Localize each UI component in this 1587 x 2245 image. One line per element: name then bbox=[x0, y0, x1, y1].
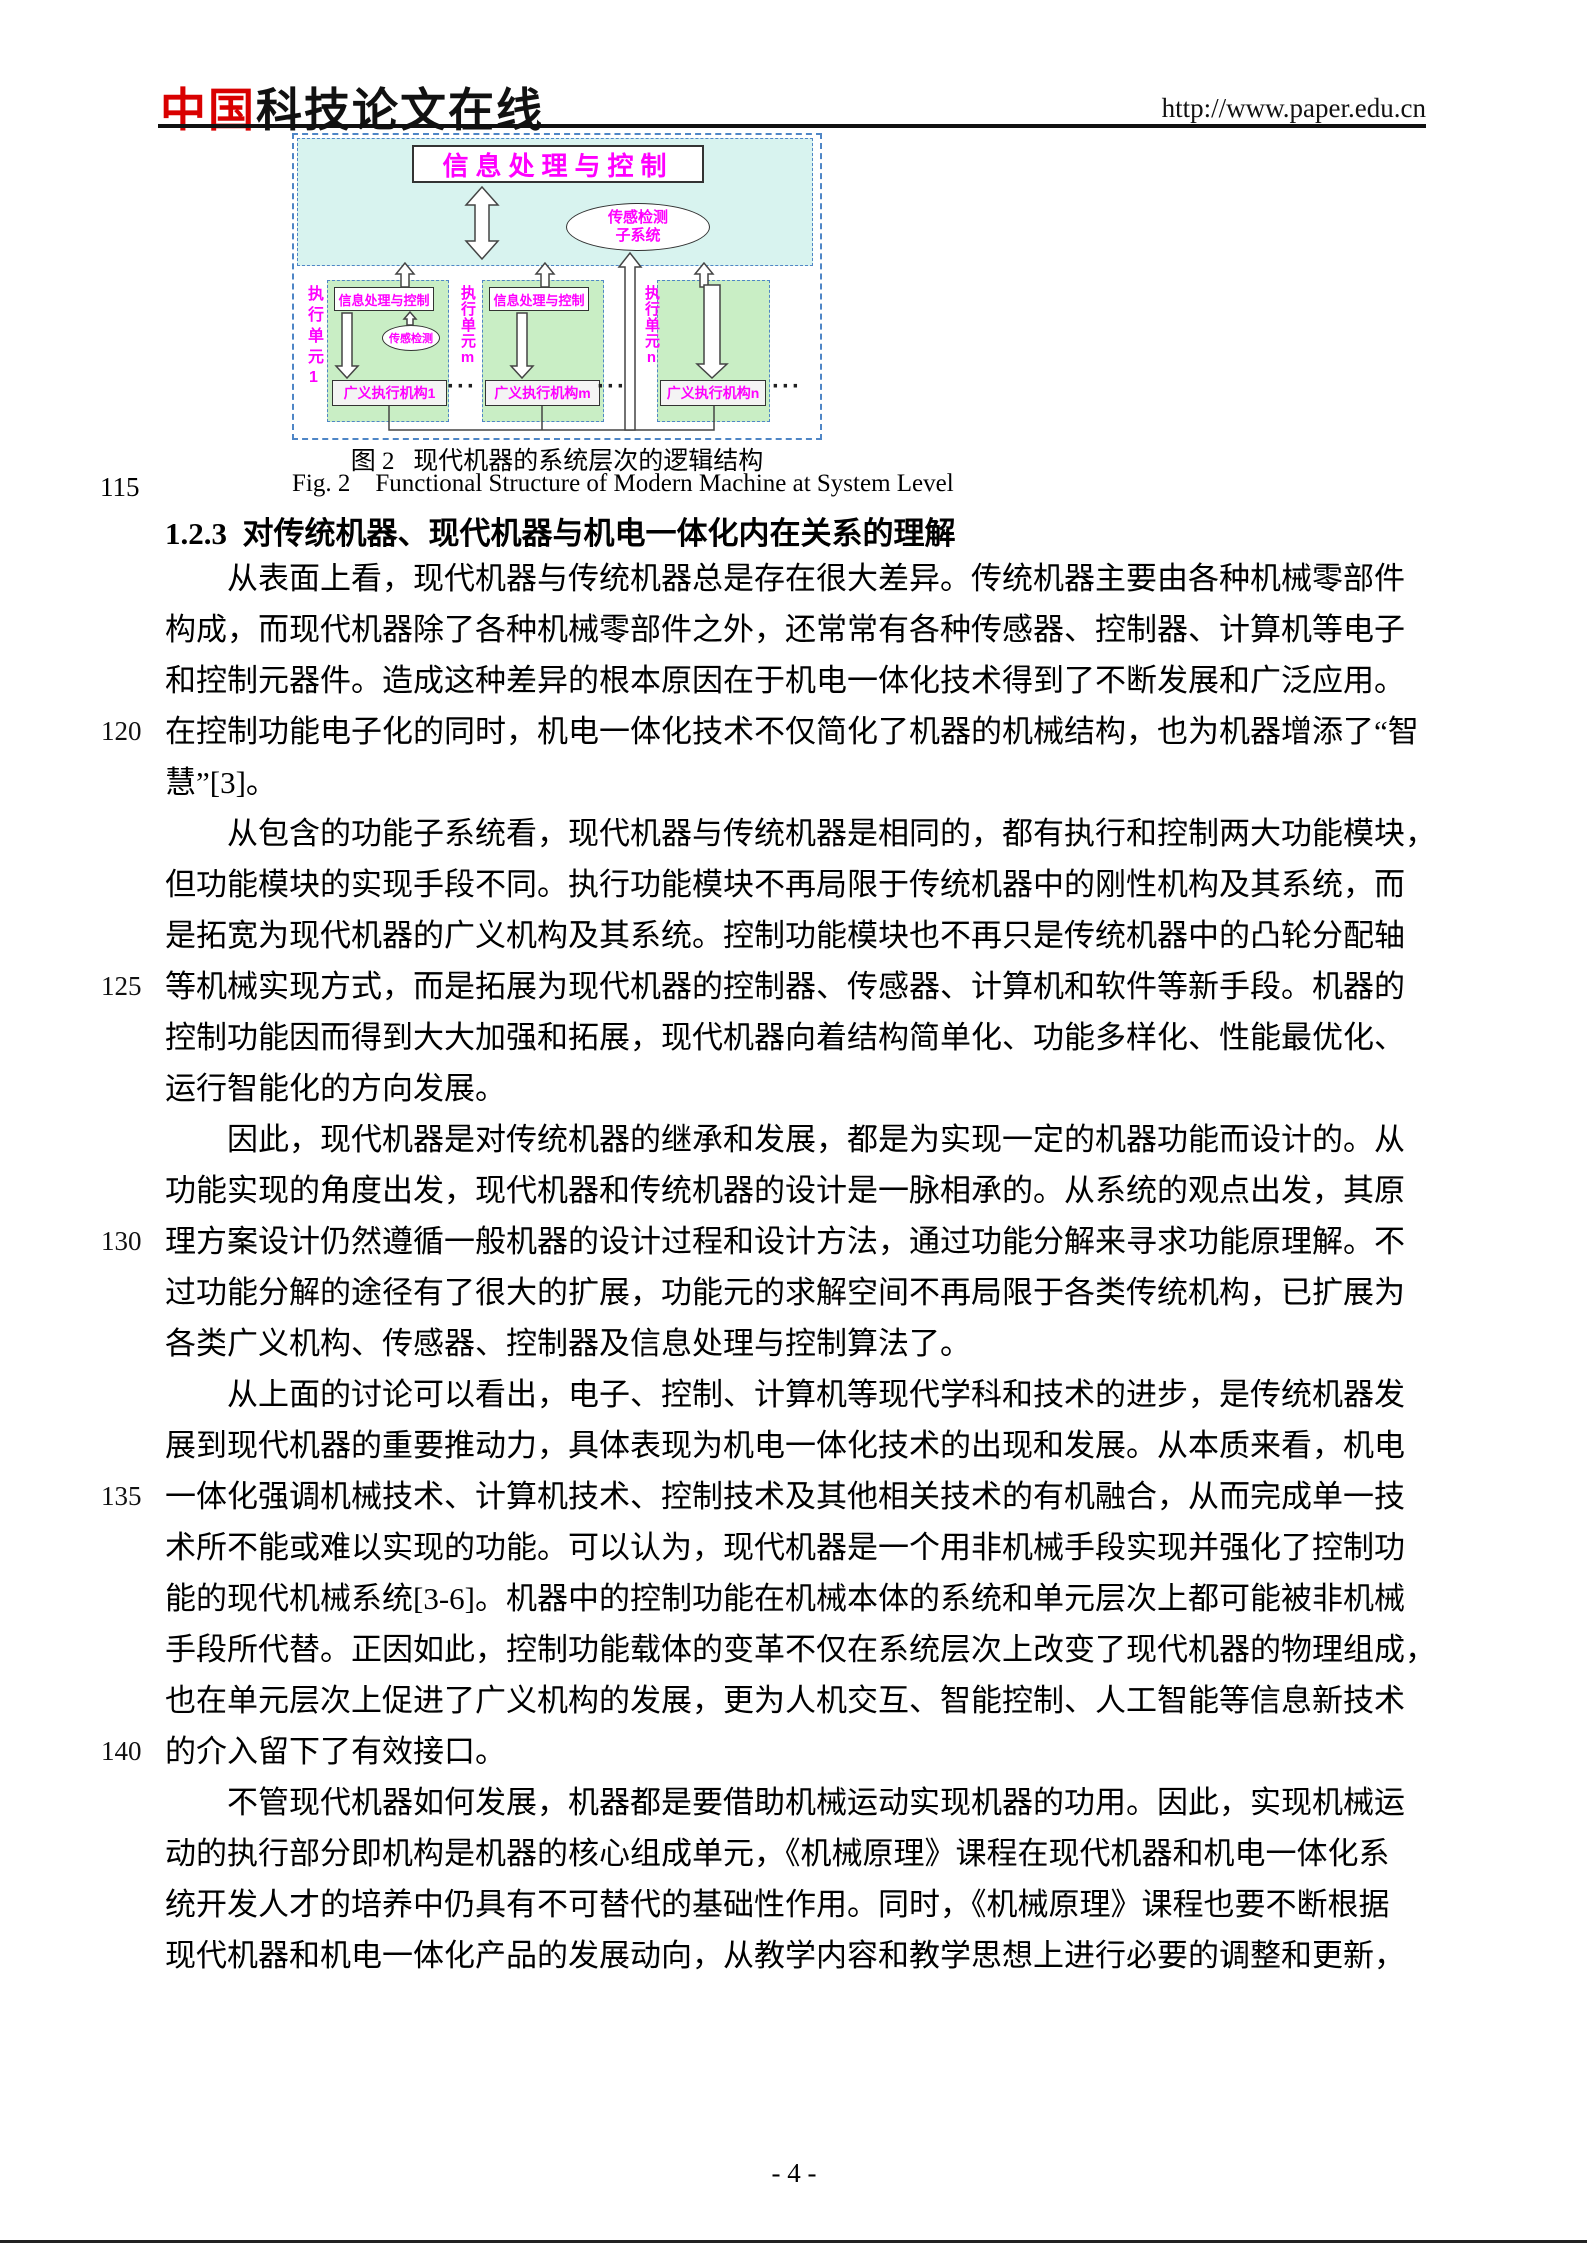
line-text: 各类广义机构、传感器、控制器及信息处理与控制算法了。 bbox=[165, 1326, 971, 1361]
line-text: 从包含的功能子系统看，现代机器与传统机器是相同的，都有执行和控制两大功能模块， bbox=[227, 816, 1436, 851]
text-line: 不管现代机器如何发展，机器都是要借助机械运动实现机器的功用。因此，实现机械运 bbox=[165, 1777, 1423, 1828]
line-text: 功能实现的角度出发，现代机器和传统机器的设计是一脉相承的。从系统的观点出发，其原 bbox=[165, 1173, 1405, 1208]
text-line: 也在单元层次上促进了广义机构的发展，更为人机交互、智能控制、人工智能等信息新技术 bbox=[165, 1675, 1423, 1726]
line-text: 因此，现代机器是对传统机器的继承和发展，都是为实现一定的机器功能而设计的。从 bbox=[227, 1122, 1405, 1157]
text-line: 过功能分解的途径有了很大的扩展，功能元的求解空间不再局限于各类传统机构，已扩展为 bbox=[165, 1267, 1423, 1318]
section-heading: 1.2.3 对传统机器、现代机器与机电一体化内在关系的理解 bbox=[165, 516, 956, 551]
line-text: 一体化强调机械技术、计算机技术、控制技术及其他相关技术的有机融合，从而完成单一技 bbox=[165, 1479, 1405, 1514]
text-line: 从表面上看，现代机器与传统机器总是存在很大差异。传统机器主要由各种机械零部件 bbox=[165, 553, 1423, 604]
line-number: 115 bbox=[100, 472, 140, 502]
line-text: 手段所代替。正因如此，控制功能载体的变革不仅在系统层次上改变了现代机器的物理组成… bbox=[165, 1632, 1436, 1667]
figure-diagram: 信息处理与控制 传感检测 子系统 执行单元1 执行单元m 执行单元n 信息处理与… bbox=[292, 133, 822, 440]
line-text: 从上面的讨论可以看出，电子、控制、计算机等现代学科和技术的进步，是传统机器发 bbox=[227, 1377, 1405, 1412]
text-line: 能的现代机械系统[3-6]。机器中的控制功能在机械本体的系统和单元层次上都可能被… bbox=[165, 1573, 1423, 1624]
logo-rest-part: 科技论文在线 bbox=[256, 84, 544, 136]
site-logo: 中国科技论文在线 bbox=[160, 74, 544, 140]
text-line: 135 一体化强调机械技术、计算机技术、控制技术及其他相关技术的有机融合，从而完成… bbox=[101, 1471, 1423, 1522]
line-number: 120 bbox=[101, 716, 142, 746]
line-text: 的介入留下了有效接口。 bbox=[165, 1734, 506, 1769]
line-text: 能的现代机械系统[3-6]。机器中的控制功能在机械本体的系统和单元层次上都可能被… bbox=[165, 1581, 1405, 1616]
page-number: - 4 - bbox=[771, 2158, 817, 2188]
text-line: 控制功能因而得到大大加强和拓展，现代机器向着结构简单化、功能多样化、性能最优化、 bbox=[165, 1012, 1423, 1063]
unit1-sensor-ellipse: 传感检测 bbox=[382, 325, 440, 351]
line-number: 125 bbox=[101, 971, 142, 1001]
line-number: 130 bbox=[101, 1226, 142, 1256]
unit3-label: 执行单元n bbox=[643, 285, 660, 367]
line-text: 统开发人才的培养中仍具有不可替代的基础性作用。同时，《机械原理》课程也要不断根据 bbox=[165, 1887, 1390, 1922]
unit1-control-box: 信息处理与控制 bbox=[334, 287, 434, 311]
text-line: 展到现代机器的重要推动力，具体表现为机电一体化技术的出现和发展。从本质来看，机电 bbox=[165, 1420, 1423, 1471]
text-line: 各类广义机构、传感器、控制器及信息处理与控制算法了。 bbox=[165, 1318, 1423, 1369]
sensor-subsystem-line2: 子系统 bbox=[615, 227, 661, 244]
line-text: 但功能模块的实现手段不同。执行功能模块不再局限于传统机器中的刚性机构及其系统，而 bbox=[165, 867, 1405, 902]
text-line: 慧”[3]。 bbox=[165, 757, 1423, 808]
text-line: 130 理方案设计仍然遵循一般机器的设计过程和设计方法，通过功能分解来寻求功能原理… bbox=[101, 1216, 1423, 1267]
unit2-control-box: 信息处理与控制 bbox=[489, 287, 589, 311]
text-line: 因此，现代机器是对传统机器的继承和发展，都是为实现一定的机器功能而设计的。从 bbox=[165, 1114, 1423, 1165]
header-url-link[interactable]: http://www.paper.edu.cn bbox=[1161, 93, 1426, 123]
ellipsis-3: ··· bbox=[772, 373, 802, 400]
line-text: 过功能分解的途径有了很大的扩展，功能元的求解空间不再局限于各类传统机构，已扩展为 bbox=[165, 1275, 1405, 1310]
unit2-actuator-box: 广义执行机构m bbox=[485, 380, 600, 406]
sensor-subsystem-ellipse: 传感检测 子系统 bbox=[566, 203, 710, 251]
page-header: 中国科技论文在线 http://www.paper.edu.cn bbox=[158, 74, 1426, 136]
unit1-actuator-box: 广义执行机构1 bbox=[332, 380, 447, 406]
line-text: 展到现代机器的重要推动力，具体表现为机电一体化技术的出现和发展。从本质来看，机电 bbox=[165, 1428, 1405, 1463]
header-divider bbox=[158, 124, 1426, 128]
line-text: 现代机器和机电一体化产品的发展动向，从教学内容和教学思想上进行必要的调整和更新， bbox=[165, 1938, 1405, 1973]
text-line: 术所不能或难以实现的功能。可以认为，现代机器是一个用非机械手段实现并强化了控制功 bbox=[165, 1522, 1423, 1573]
unit3-actuator-box: 广义执行机构n bbox=[660, 380, 766, 406]
text-line: 动的执行部分即机构是机器的核心组成单元，《机械原理》课程在现代机器和机电一体化系 bbox=[165, 1828, 1423, 1879]
line-text: 术所不能或难以实现的功能。可以认为，现代机器是一个用非机械手段实现并强化了控制功 bbox=[165, 1530, 1405, 1565]
text-line: 从上面的讨论可以看出，电子、控制、计算机等现代学科和技术的进步，是传统机器发 bbox=[165, 1369, 1423, 1420]
line-text: 构成，而现代机器除了各种机械零部件之外，还常常有各种传感器、控制器、计算机等电子 bbox=[165, 612, 1405, 647]
ellipsis-2: ··· bbox=[597, 373, 627, 400]
line-text: 慧”[3]。 bbox=[165, 765, 277, 800]
unit1-label: 执行单元1 bbox=[305, 285, 322, 391]
system-control-box: 信息处理与控制 bbox=[412, 145, 704, 183]
line-text: 动的执行部分即机构是机器的核心组成单元，《机械原理》课程在现代机器和机电一体化系 bbox=[165, 1836, 1390, 1871]
text-line: 运行智能化的方向发展。 bbox=[165, 1063, 1423, 1114]
text-line: 现代机器和机电一体化产品的发展动向，从教学内容和教学思想上进行必要的调整和更新， bbox=[165, 1930, 1423, 1981]
line-text: 等机械实现方式，而是拓展为现代机器的控制器、传感器、计算机和软件等新手段。机器的 bbox=[165, 969, 1405, 1004]
figure-caption-zh: 图 2 现代机器的系统层次的逻辑结构 bbox=[350, 448, 764, 475]
text-line: 140 的介入留下了有效接口。 bbox=[101, 1726, 1423, 1777]
line-text: 控制功能因而得到大大加强和拓展，现代机器向着结构简单化、功能多样化、性能最优化、 bbox=[165, 1020, 1405, 1055]
text-line: 功能实现的角度出发，现代机器和传统机器的设计是一脉相承的。从系统的观点出发，其原 bbox=[165, 1165, 1423, 1216]
ellipsis-1: ··· bbox=[447, 373, 477, 400]
text-line: 125 等机械实现方式，而是拓展为现代机器的控制器、传感器、计算机和软件等新手段。… bbox=[101, 961, 1423, 1012]
figure-caption-en: Fig. 2 Functional Structure of Modern Ma… bbox=[292, 470, 954, 497]
text-line: 但功能模块的实现手段不同。执行功能模块不再局限于传统机器中的刚性机构及其系统，而 bbox=[165, 859, 1423, 910]
logo-cn-part: 中国 bbox=[160, 84, 256, 136]
text-line: 统开发人才的培养中仍具有不可替代的基础性作用。同时，《机械原理》课程也要不断根据 bbox=[165, 1879, 1423, 1930]
text-line: 和控制元器件。造成这种差异的根本原因在于机电一体化技术得到了不断发展和广泛应用。 bbox=[165, 655, 1423, 706]
text-line: 是拓宽为现代机器的广义机构及其系统。控制功能模块也不再只是传统机器中的凸轮分配轴 bbox=[165, 910, 1423, 961]
sensor-subsystem-line1: 传感检测 bbox=[607, 209, 668, 226]
unit2-label: 执行单元m bbox=[459, 285, 476, 367]
line-text: 也在单元层次上促进了广义机构的发展，更为人机交互、智能控制、人工智能等信息新技术 bbox=[165, 1683, 1405, 1718]
line-text: 不管现代机器如何发展，机器都是要借助机械运动实现机器的功用。因此，实现机械运 bbox=[227, 1785, 1405, 1820]
line-number: 140 bbox=[101, 1736, 142, 1766]
line-text: 和控制元器件。造成这种差异的根本原因在于机电一体化技术得到了不断发展和广泛应用。 bbox=[165, 663, 1405, 698]
body-lines: 从表面上看，现代机器与传统机器总是存在很大差异。传统机器主要由各种机械零部件构成… bbox=[101, 553, 1436, 1981]
line-text: 理方案设计仍然遵循一般机器的设计过程和设计方法，通过功能分解来寻求功能原理解。不 bbox=[165, 1224, 1405, 1259]
text-line: 从包含的功能子系统看，现代机器与传统机器是相同的，都有执行和控制两大功能模块， bbox=[165, 808, 1436, 859]
text-line: 手段所代替。正因如此，控制功能载体的变革不仅在系统层次上改变了现代机器的物理组成… bbox=[165, 1624, 1436, 1675]
page-bottom-edge bbox=[0, 2240, 1587, 2243]
line-number: 135 bbox=[101, 1481, 142, 1511]
line-text: 运行智能化的方向发展。 bbox=[165, 1071, 506, 1106]
line-text: 是拓宽为现代机器的广义机构及其系统。控制功能模块也不再只是传统机器中的凸轮分配轴 bbox=[165, 918, 1405, 953]
text-line: 构成，而现代机器除了各种机械零部件之外，还常常有各种传感器、控制器、计算机等电子 bbox=[165, 604, 1423, 655]
line-text: 从表面上看，现代机器与传统机器总是存在很大差异。传统机器主要由各种机械零部件 bbox=[227, 561, 1405, 596]
line-text: 在控制功能电子化的同时，机电一体化技术不仅简化了机器的机械结构，也为机器增添了“… bbox=[165, 714, 1419, 749]
text-line: 120 在控制功能电子化的同时，机电一体化技术不仅简化了机器的机械结构，也为机器增… bbox=[101, 706, 1423, 757]
